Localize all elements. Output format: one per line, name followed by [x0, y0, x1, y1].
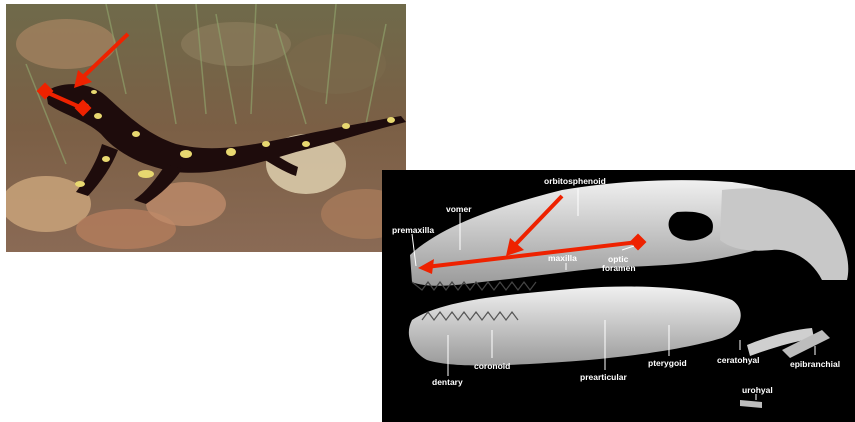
label-dentary: dentary [432, 378, 463, 387]
label-pterygoid: pterygoid [648, 359, 687, 368]
label-epibranchial: epibranchial [790, 360, 840, 369]
lower-jaw-bone [409, 287, 741, 366]
salamander-photo-drawing [6, 4, 406, 252]
label-vomer: vomer [446, 205, 472, 214]
label-premaxilla: premaxilla [392, 226, 434, 235]
label-optic-foramen-line2: foramen [602, 264, 636, 273]
label-prearticular: prearticular [580, 373, 627, 382]
orbit-opening [669, 212, 713, 241]
posterior-skull-bone [720, 188, 848, 280]
salamander-photo [6, 4, 406, 252]
urohyal-bone [740, 400, 762, 408]
label-orbitosphenoid: orbitosphenoid [544, 177, 606, 186]
label-ceratohyal: ceratohyal [717, 356, 760, 365]
label-coronoid: coronoid [474, 362, 510, 371]
skull-diagram-panel: orbitosphenoid vomer premaxilla maxilla … [382, 170, 855, 422]
label-urohyal: urohyal [742, 386, 773, 395]
label-maxilla: maxilla [548, 254, 577, 263]
